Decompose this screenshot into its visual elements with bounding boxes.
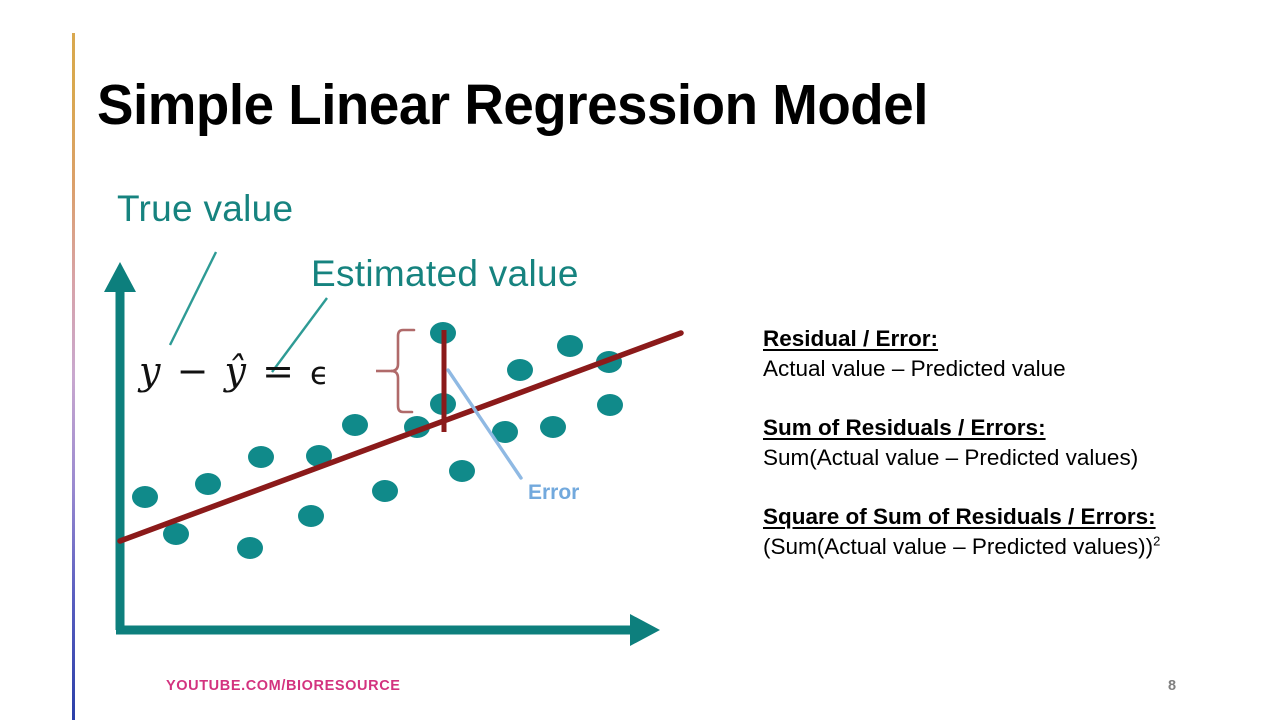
scatter-point bbox=[237, 537, 263, 559]
definition-body-exponent: 2 bbox=[1153, 533, 1161, 549]
scatter-point bbox=[132, 486, 158, 508]
accent-gradient-bar bbox=[72, 33, 75, 720]
scatter-point bbox=[248, 446, 274, 468]
scatter-point bbox=[557, 335, 583, 357]
residual-equation: y − ŷ = ϵ bbox=[139, 349, 331, 393]
page-title: Simple Linear Regression Model bbox=[97, 73, 928, 137]
equation-epsilon: ϵ bbox=[310, 356, 332, 392]
definition-square-of-sum-of-residuals: Square of Sum of Residuals / Errors: (Su… bbox=[763, 503, 1243, 561]
scatter-point bbox=[342, 414, 368, 436]
residual-brace bbox=[390, 328, 416, 414]
definition-body: Sum(Actual value – Predicted values) bbox=[763, 444, 1139, 470]
definition-heading: Square of Sum of Residuals / Errors: bbox=[763, 504, 1156, 530]
equation-equals: = bbox=[262, 349, 296, 393]
scatter-point bbox=[298, 505, 324, 527]
equation-y-hat: ŷ bbox=[224, 349, 248, 393]
scatter-point bbox=[492, 421, 518, 443]
scatter-point bbox=[449, 460, 475, 482]
label-estimated-value: Estimated value bbox=[311, 253, 579, 294]
scatter-point bbox=[507, 359, 533, 381]
equation-y: y bbox=[139, 349, 163, 393]
scatter-point bbox=[372, 480, 398, 502]
definition-residual-error: Residual / Error: Actual value – Predict… bbox=[763, 325, 1243, 383]
definition-heading: Residual / Error: bbox=[763, 326, 939, 351]
scatter-point bbox=[597, 394, 623, 416]
regression-figure: True value Estimated value Error y − ŷ =… bbox=[104, 188, 684, 646]
definition-sum-of-residuals: Sum of Residuals / Errors: Sum(Actual va… bbox=[763, 414, 1243, 472]
scatter-point bbox=[195, 473, 221, 495]
error-pointer-line bbox=[446, 368, 523, 480]
scatter-point bbox=[306, 445, 332, 467]
regression-line bbox=[117, 330, 684, 544]
scatter-plot-svg bbox=[104, 251, 684, 646]
footer-watermark: YOUTUBE.COM/BIORESOURCE bbox=[166, 678, 401, 694]
estimated-value-leader-line bbox=[271, 297, 328, 373]
x-axis bbox=[116, 614, 660, 646]
label-true-value: True value bbox=[117, 188, 294, 229]
scatter-points bbox=[132, 322, 623, 559]
equation-minus: − bbox=[176, 349, 211, 393]
scatter-point bbox=[163, 523, 189, 545]
definition-heading: Sum of Residuals / Errors: bbox=[763, 415, 1046, 441]
true-value-leader-line bbox=[168, 251, 218, 346]
slide-number: 8 bbox=[1168, 678, 1177, 694]
definition-body: (Sum(Actual value – Predicted values))2 bbox=[763, 532, 1243, 561]
y-axis bbox=[104, 262, 136, 630]
definition-body: Actual value – Predicted value bbox=[763, 355, 1066, 381]
definition-body-text: (Sum(Actual value – Predicted values)) bbox=[763, 533, 1154, 559]
scatter-point bbox=[540, 416, 566, 438]
label-error: Error bbox=[528, 481, 580, 504]
definitions-list: Residual / Error: Actual value – Predict… bbox=[763, 325, 1243, 592]
